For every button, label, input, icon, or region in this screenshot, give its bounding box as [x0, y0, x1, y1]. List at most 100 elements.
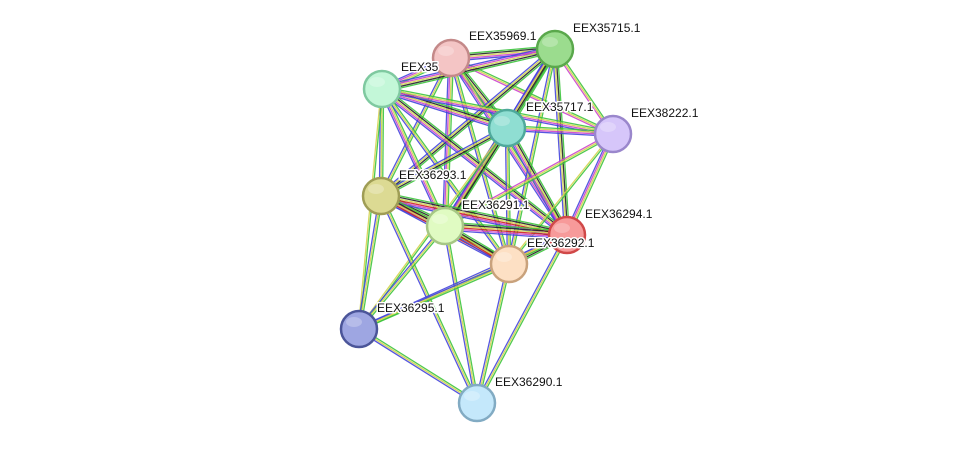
edge-evidence-line — [382, 50, 557, 199]
edge-eex36294-1-eex36290-1[interactable] — [475, 233, 569, 405]
edge-evidence-line — [444, 225, 478, 404]
edge-evidence-line — [445, 224, 568, 235]
node-label: EEX35715.1 — [573, 21, 641, 35]
edge-eex35715-1-eex36293-1[interactable] — [379, 46, 557, 199]
edge-eex36292-1-eex36295-1[interactable] — [358, 261, 510, 332]
edge-evidence-line — [378, 56, 451, 196]
node-highlight — [346, 317, 362, 327]
edge-evidence-line — [506, 127, 510, 265]
node-highlight — [438, 46, 454, 56]
edge-evidence-line — [381, 49, 556, 198]
edge-eex35969-1-eex36293-1[interactable] — [378, 56, 454, 198]
edge-evidence-line — [477, 235, 569, 405]
node-circle[interactable] — [425, 206, 465, 246]
edge-evidence-line — [359, 264, 510, 332]
edge-evidence-line — [381, 89, 507, 131]
edge-eex36295-1-eex36290-1[interactable] — [357, 327, 479, 405]
edge-evidence-line — [381, 129, 509, 199]
edge-evidence-line — [507, 126, 569, 235]
node-circle[interactable] — [535, 29, 575, 69]
edge-evidence-line — [380, 91, 507, 132]
edge-eex35717-1-eex36294-1[interactable] — [503, 126, 571, 237]
node-circle[interactable] — [457, 383, 497, 423]
node-circle[interactable] — [361, 176, 401, 216]
edge-evidence-line — [444, 229, 567, 240]
edge-evidence-line — [506, 127, 568, 236]
edge-eex36292-1-eex36290-1[interactable] — [474, 263, 512, 404]
edge-evidence-line — [379, 125, 507, 195]
edge-evidence-line — [358, 225, 446, 330]
node-label: EEX36293.1 — [399, 168, 467, 182]
edge-evidence-line — [445, 134, 615, 228]
edge-evidence-line — [380, 89, 567, 237]
node-highlight — [600, 122, 616, 132]
edge-evidence-line — [358, 195, 382, 330]
edge-eex35717-1-eex36293-1[interactable] — [379, 125, 509, 199]
node-circle[interactable] — [593, 114, 633, 154]
edge-eex36293-1-eex36295-1[interactable] — [356, 195, 384, 330]
edge-evidence-line — [379, 91, 566, 239]
node-label-halo: EEX38222.1 — [631, 106, 699, 120]
edge-eex35717-1-eex36292-1[interactable] — [504, 127, 512, 265]
edge-evidence-line — [446, 58, 455, 227]
edge-evidence-line — [444, 227, 567, 239]
edge-evidence-line — [450, 58, 613, 137]
node-label: EEX38222.1 — [631, 106, 699, 120]
edge-evidence-line — [380, 47, 555, 196]
edge-evidence-line — [476, 234, 568, 404]
edge-evidence-line — [382, 51, 556, 93]
edge-evidence-line — [381, 88, 568, 236]
edge-eex35715-1-eex36294-1[interactable] — [551, 48, 571, 236]
edge-evidence-line — [475, 233, 567, 403]
node-circle[interactable] — [489, 244, 529, 284]
node-circle[interactable] — [362, 69, 402, 109]
edge-eex36291-1-eex36295-1[interactable] — [357, 224, 447, 331]
node-label: EEX36295.1 — [377, 301, 445, 315]
node-circle[interactable] — [339, 309, 379, 349]
edge-evidence-line — [380, 57, 452, 197]
edge-eex35x-eex36294-1[interactable] — [379, 85, 570, 239]
edge-evidence-line — [443, 132, 613, 226]
node-label: EEX35717.1 — [526, 100, 594, 114]
edge-evidence-line — [356, 195, 381, 329]
edge-eex35715-1-eex35x[interactable] — [381, 45, 556, 93]
edge-evidence-line — [556, 48, 571, 235]
node-label: EEX36291.1 — [462, 198, 530, 212]
node-highlight — [464, 391, 480, 401]
edge-evidence-line — [383, 87, 448, 226]
edge-evidence-line — [553, 49, 567, 236]
edge-evidence-line — [476, 263, 510, 404]
edge-evidence-line — [357, 329, 477, 405]
edge-evidence-line — [380, 126, 507, 196]
edge-evidence-line — [477, 264, 512, 404]
node-label-halo: EEX35969.1 — [469, 29, 537, 43]
node-circle[interactable] — [487, 108, 527, 148]
node-label-halo: EEX36295.1 — [377, 301, 445, 315]
edge-eex36291-1-eex36290-1[interactable] — [442, 225, 480, 404]
node-label: EEX36294.1 — [585, 207, 653, 221]
edge-evidence-line — [359, 196, 384, 330]
edge-evidence-line — [509, 134, 615, 265]
edge-evidence-line — [381, 48, 556, 90]
edge-eex38222-1-eex36292-1[interactable] — [507, 133, 615, 265]
edge-evidence-line — [382, 87, 569, 235]
node-circle[interactable] — [431, 38, 471, 78]
node-circle[interactable] — [547, 215, 587, 255]
edge-evidence-line — [503, 129, 565, 237]
node-label: EEX36292.1 — [527, 236, 595, 250]
edge-evidence-line — [509, 126, 571, 234]
edge-eex36291-1-eex36294-1[interactable] — [444, 221, 568, 240]
edge-evidence-line — [381, 88, 510, 265]
